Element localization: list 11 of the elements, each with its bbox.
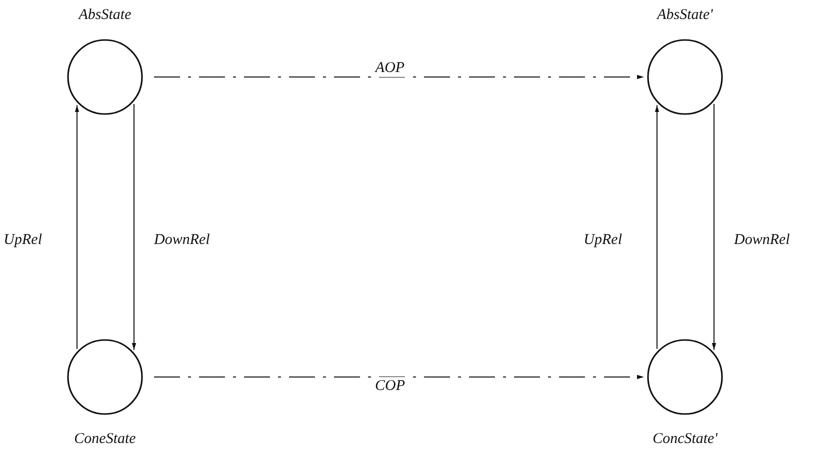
edge-label: AOP bbox=[373, 59, 407, 77]
arrow bbox=[654, 104, 660, 350]
arrow bbox=[132, 103, 136, 351]
state-label: ConcState' bbox=[652, 430, 718, 448]
state-label: ConeState bbox=[74, 430, 136, 448]
arrow bbox=[74, 104, 80, 350]
arrow bbox=[712, 103, 716, 351]
arrow bbox=[154, 74, 644, 80]
state-label: AbsState' bbox=[657, 6, 713, 24]
state-label: AbsState bbox=[78, 6, 132, 24]
arrow bbox=[154, 374, 644, 380]
